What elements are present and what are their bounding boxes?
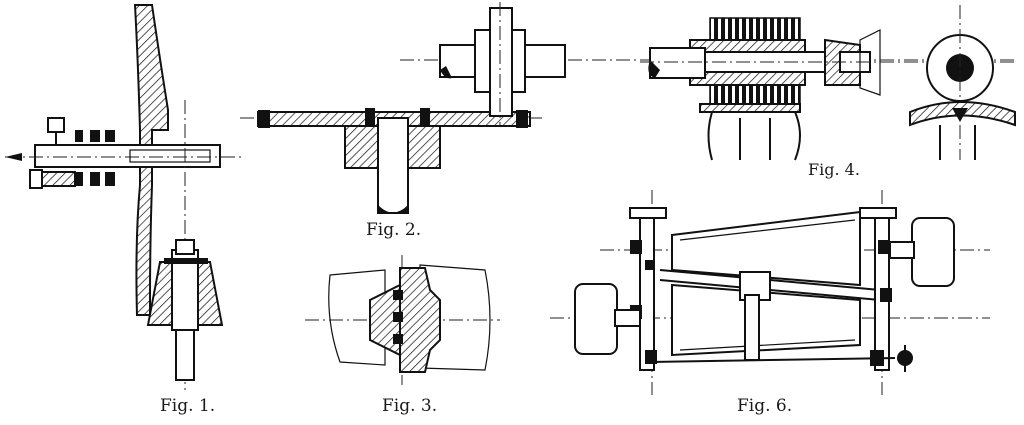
figure-2-caption: Fig. 2. bbox=[366, 220, 422, 240]
figure-3-caption: Fig. 3. bbox=[382, 396, 438, 416]
figure-1-caption: Fig. 1. bbox=[160, 396, 216, 416]
figure-4-drawing bbox=[640, 5, 1016, 161]
figure-1-drawing bbox=[5, 4, 245, 390]
figure-6-drawing bbox=[550, 190, 990, 395]
figure-6-caption: Fig. 6. bbox=[737, 396, 793, 416]
figure-2-drawing bbox=[240, 2, 1015, 214]
figure-4-caption: Fig. 4. bbox=[808, 160, 860, 179]
figure-3-drawing bbox=[305, 255, 500, 385]
